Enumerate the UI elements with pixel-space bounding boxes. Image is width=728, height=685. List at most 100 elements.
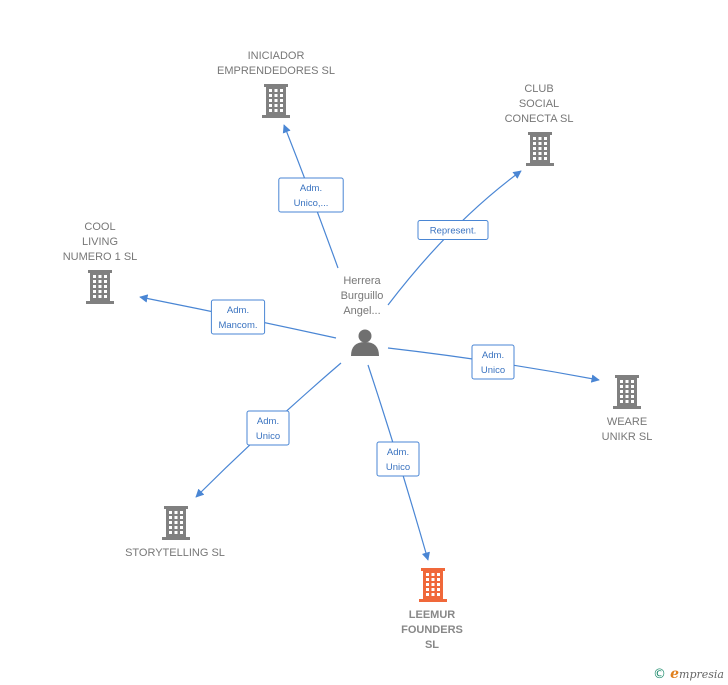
building-window <box>431 593 435 596</box>
building-icon[interactable] <box>86 270 114 304</box>
edge-label-box <box>210 299 266 335</box>
building-window <box>437 588 440 591</box>
building-window <box>174 516 178 519</box>
building-window <box>625 385 629 388</box>
edge-label-box <box>246 410 290 446</box>
building-window <box>625 395 629 398</box>
building-window <box>104 285 107 288</box>
building-window <box>169 511 172 514</box>
building-window <box>174 511 178 514</box>
building-window <box>538 152 542 155</box>
building-base <box>419 599 447 602</box>
building-window <box>631 385 634 388</box>
building-window <box>269 104 272 107</box>
building-window <box>180 531 183 534</box>
building-window <box>174 526 178 529</box>
building-window <box>631 395 634 398</box>
building-window <box>93 295 96 298</box>
building-window <box>174 521 178 524</box>
building-window <box>426 583 429 586</box>
building-icon[interactable] <box>526 132 554 166</box>
building-window <box>93 280 96 283</box>
building-window <box>274 99 278 102</box>
building-roof <box>164 506 188 509</box>
building-window <box>625 400 629 403</box>
building-window <box>426 593 429 596</box>
building-window <box>104 290 107 293</box>
building-window <box>431 583 435 586</box>
edge-label-club[interactable]: Represent. <box>417 220 489 240</box>
building-window <box>98 290 102 293</box>
building-window <box>544 157 547 160</box>
building-window <box>620 400 623 403</box>
building-window <box>169 531 172 534</box>
edge-label-storytelling[interactable]: Adm.Unico <box>246 410 290 446</box>
building-window <box>180 526 183 529</box>
building-icon[interactable] <box>419 568 447 602</box>
building-window <box>269 89 272 92</box>
building-window <box>437 593 440 596</box>
edge-label-text: Represent. <box>430 226 476 237</box>
building-window <box>180 516 183 519</box>
building-window <box>431 578 435 581</box>
building-window <box>180 511 183 514</box>
building-base <box>86 301 114 304</box>
edge-label-text: Adm.Unico <box>481 350 505 376</box>
building-icon[interactable] <box>262 84 290 118</box>
person-icon[interactable] <box>351 329 379 357</box>
building-window <box>533 147 536 150</box>
building-window <box>269 94 272 97</box>
building-base <box>613 406 641 409</box>
edge-label-weare[interactable]: Adm.Unico <box>471 344 515 380</box>
building-window <box>533 142 536 145</box>
building-window <box>269 109 272 112</box>
building-window <box>93 275 96 278</box>
building-window <box>544 152 547 155</box>
building-window <box>426 573 429 576</box>
edge-label-box <box>417 220 489 240</box>
building-window <box>620 390 623 393</box>
edge-label-box <box>376 441 420 477</box>
building-window <box>620 385 623 388</box>
building-window <box>538 157 542 160</box>
building-window <box>98 285 102 288</box>
building-window <box>538 142 542 145</box>
building-roof <box>421 568 445 571</box>
edge-label-text: Adm.Unico <box>256 416 280 442</box>
building-window <box>98 275 102 278</box>
building-window <box>274 89 278 92</box>
building-window <box>274 109 278 112</box>
building-window <box>280 104 283 107</box>
building-base <box>526 163 554 166</box>
edge-label-box <box>471 344 515 380</box>
building-window <box>104 275 107 278</box>
building-window <box>280 89 283 92</box>
building-window <box>631 400 634 403</box>
empresia-watermark[interactable]: © empresia <box>653 666 724 682</box>
edge-labels-layer: Adm.Unico,... Represent. Adm.Mancom. Adm.Un… <box>210 177 515 477</box>
building-window <box>631 390 634 393</box>
edge-label-cool[interactable]: Adm.Mancom. <box>210 299 266 335</box>
building-window <box>437 578 440 581</box>
building-icon[interactable] <box>613 375 641 409</box>
person-body <box>351 342 379 356</box>
building-icon[interactable] <box>162 506 190 540</box>
building-window <box>280 99 283 102</box>
building-window <box>280 109 283 112</box>
edge-label-box <box>278 177 344 213</box>
building-base <box>262 115 290 118</box>
building-window <box>269 99 272 102</box>
building-window <box>104 295 107 298</box>
building-window <box>426 578 429 581</box>
building-window <box>93 285 96 288</box>
brand-rest: mpresia <box>679 668 724 681</box>
edge-label-leemur[interactable]: Adm.Unico <box>376 441 420 477</box>
edge-label-iniciador[interactable]: Adm.Unico,... <box>278 177 344 213</box>
brand-initial: e <box>670 666 680 682</box>
